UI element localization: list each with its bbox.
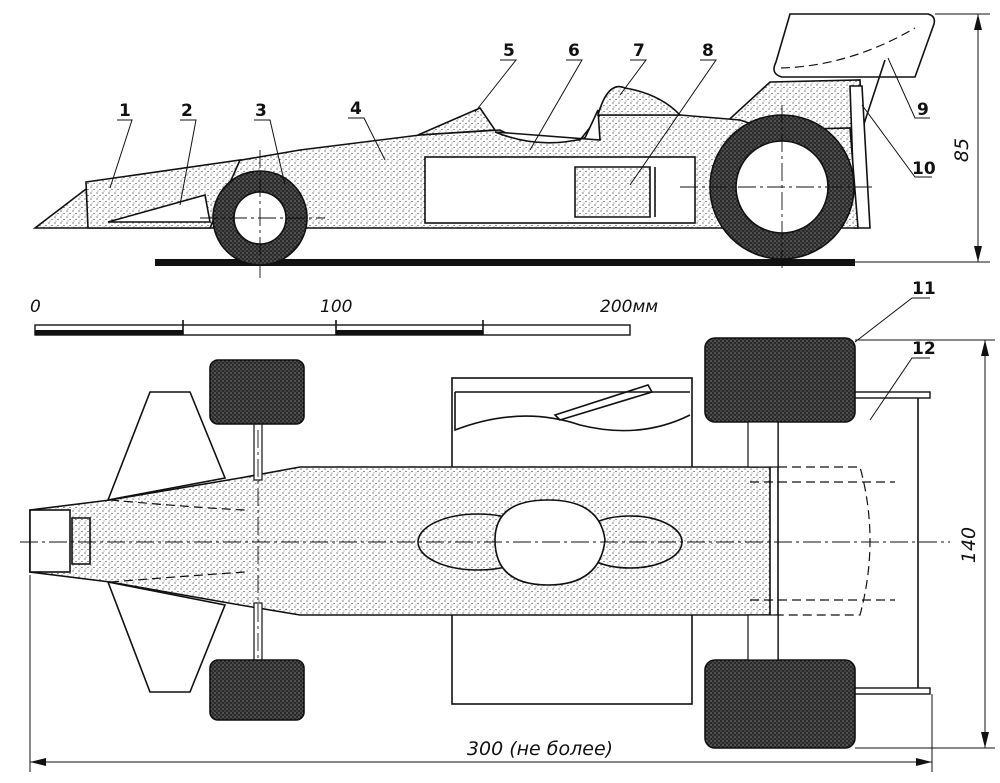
front-wing-top-lower — [106, 580, 227, 693]
rear-wing-strut — [861, 59, 886, 131]
leader-1 — [109, 119, 133, 189]
top-view — [20, 297, 995, 772]
leader-11 — [854, 297, 930, 343]
leader-5 — [474, 59, 518, 113]
front-tire-top-lower — [209, 659, 305, 721]
length-arrow-right — [916, 758, 932, 766]
side-view — [32, 13, 990, 278]
cockpit-opening — [494, 109, 601, 144]
part-label-12: 12 — [912, 339, 936, 359]
scale-tick-100: 100 — [320, 297, 352, 317]
part-label-1: 1 — [119, 101, 131, 121]
height-dimension-text: 85 — [951, 138, 973, 162]
leader-8 — [629, 59, 717, 186]
headrest — [596, 85, 682, 116]
rear-hub-lower — [747, 614, 779, 661]
side-pod-top-slash — [553, 384, 654, 421]
nose-tip — [29, 509, 71, 573]
front-wing-fin — [107, 193, 211, 223]
fuselage-top-panel — [109, 499, 246, 583]
part-label-3: 3 — [255, 101, 267, 121]
cockpit-top — [494, 499, 606, 586]
part-label-10: 10 — [912, 159, 936, 179]
scale-bar — [34, 320, 631, 336]
leader-4 — [348, 117, 386, 161]
width-arrow-bot — [981, 732, 989, 748]
rear-hub-upper — [747, 421, 779, 468]
leader-7 — [619, 59, 647, 96]
rear-tire-top-upper — [704, 337, 856, 423]
leader-12 — [869, 357, 930, 421]
rear-wing-top — [777, 395, 919, 691]
part-label-8: 8 — [702, 41, 714, 61]
length-arrow-left — [30, 758, 46, 766]
part-label-5: 5 — [503, 41, 515, 61]
rear-wing-hidden — [750, 466, 895, 616]
rear-wing-curve — [780, 27, 916, 69]
scale-tick-200: 200мм — [600, 297, 658, 317]
part-label-6: 6 — [568, 41, 580, 61]
part-label-7: 7 — [633, 41, 645, 61]
scale-tick-0: 0 — [30, 297, 41, 317]
width-dimension-text: 140 — [958, 527, 980, 563]
rear-tire-top-lower — [704, 659, 856, 749]
rear-wing-side — [773, 13, 936, 78]
leader-9 — [887, 57, 930, 119]
radiator-intake — [574, 166, 651, 218]
length-dimension-text: 300 (не более) — [467, 738, 613, 760]
part-label-11: 11 — [912, 279, 936, 299]
ground-line — [155, 259, 855, 266]
width-arrow-top — [981, 340, 989, 356]
leader-6 — [529, 59, 583, 151]
front-tire-top-upper — [209, 359, 305, 425]
side-pod-top-upper — [451, 377, 693, 471]
windscreen — [417, 107, 497, 136]
part-label-4: 4 — [350, 99, 362, 119]
nose-intake — [71, 517, 91, 565]
front-wing-top-upper — [106, 391, 227, 502]
leader-2 — [179, 119, 197, 206]
leader-10 — [861, 104, 932, 178]
height-arrow-top — [974, 14, 982, 30]
height-arrow-bot — [974, 246, 982, 262]
leader-3 — [254, 119, 286, 186]
part-label-2: 2 — [181, 101, 193, 121]
part-label-9: 9 — [917, 100, 929, 120]
side-pod-top-lower — [451, 611, 693, 705]
